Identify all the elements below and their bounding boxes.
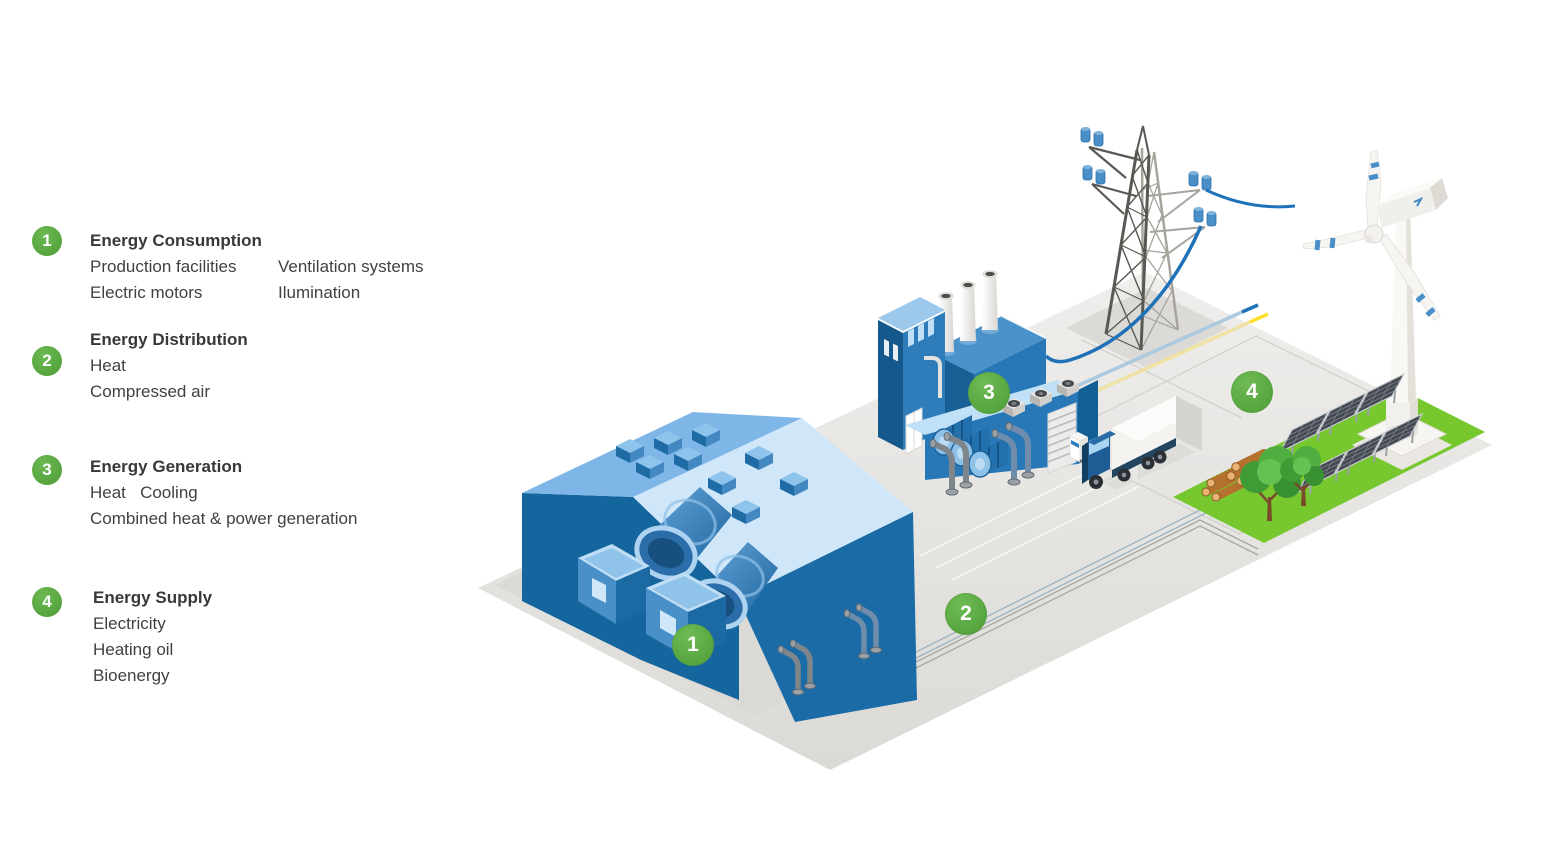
roof-vent [616, 439, 644, 463]
legend-marker-2: 2 [32, 346, 62, 376]
legend-line: Electric motors [90, 283, 203, 302]
legend-marker-3: 3 [32, 455, 62, 485]
power-cables [1044, 188, 1296, 364]
legend-line: Ventilation systems [278, 257, 424, 276]
legend-item-energy-consumption: Energy Consumption Production facilities… [90, 228, 560, 306]
roof-vents [616, 423, 808, 524]
lane-lines [919, 461, 1141, 581]
supply-line-blue [1049, 310, 1243, 400]
roof-vent [692, 423, 720, 447]
legend-line: Heating oil [93, 640, 174, 659]
solar-panels [1278, 372, 1424, 495]
roof-vent [745, 446, 773, 470]
truck-cab [1082, 431, 1116, 484]
duct [634, 487, 732, 581]
insulators [1080, 127, 1217, 227]
chimney [959, 281, 977, 345]
legend-item-energy-generation: Energy Generation Heat Cooling Combined … [90, 454, 560, 532]
pylon-pad [1066, 288, 1228, 368]
legend-line: Bioenergy [93, 666, 170, 685]
solar-panel [1316, 391, 1368, 436]
cable-to-right [1205, 188, 1296, 209]
nacelle [1376, 178, 1448, 228]
legend-line: Compressed air [90, 382, 210, 401]
plant-tower [878, 297, 945, 455]
garage-door [1047, 402, 1077, 474]
legend-marker-1: 1 [32, 226, 62, 256]
legend-title: Energy Distribution [90, 330, 248, 349]
roof-vent [636, 455, 664, 479]
turbine-blades [1302, 149, 1441, 321]
chimney [981, 270, 999, 334]
supply-line-yellow-tip [1249, 312, 1269, 324]
factory-building [522, 412, 917, 722]
legend-title: Energy Supply [93, 588, 213, 607]
tree [1280, 446, 1324, 506]
roof-pipe [924, 356, 942, 398]
trees [1240, 446, 1324, 521]
roof-vent [780, 472, 808, 496]
hvac-unit [1030, 388, 1052, 407]
cable-to-plant [1044, 225, 1203, 364]
roof-vent [654, 431, 682, 455]
legend-title: Energy Consumption [90, 231, 262, 250]
legend-title: Energy Generation [90, 457, 243, 476]
legend-item-energy-supply: Energy Supply Electricity Heating oil Bi… [93, 585, 563, 689]
transmission-tower [1080, 125, 1217, 351]
solar-row-back [1278, 372, 1406, 455]
pipe-connections-factory [777, 603, 882, 696]
scene-marker-3-generation: 3 [968, 372, 1010, 414]
legend-line: Production facilities [90, 257, 237, 276]
hvac-unit [1057, 378, 1079, 397]
legend-line: Heat Cooling [90, 483, 198, 502]
scene-marker-1-consumption: 1 [672, 624, 714, 666]
scene-marker-4-supply: 4 [1231, 371, 1273, 413]
scene-marker-2-distribution: 2 [945, 593, 987, 635]
supply-line-blue-tip [1241, 303, 1259, 314]
legend-line: Electricity [93, 614, 166, 633]
hvac-units [1003, 378, 1079, 417]
solar-panel [1354, 372, 1406, 417]
bin [578, 544, 650, 624]
roof-vent [708, 471, 736, 495]
truck-wheels [1089, 450, 1167, 489]
tank [968, 437, 1008, 478]
roof-vent [674, 447, 702, 471]
truck [1082, 396, 1202, 490]
legend-line: Heat [90, 356, 126, 375]
hvac-unit [1003, 398, 1025, 417]
legend-line: Combined heat & power generation [90, 509, 358, 528]
tree [1240, 446, 1301, 521]
pipe-connections-plant [929, 422, 1035, 496]
legend-marker-4: 4 [32, 587, 62, 617]
roof-vent [732, 500, 760, 524]
legend-item-energy-distribution: Energy Distribution Heat Compressed air [90, 327, 560, 405]
legend-line: Ilumination [278, 283, 361, 302]
solar-panel [1372, 412, 1424, 457]
